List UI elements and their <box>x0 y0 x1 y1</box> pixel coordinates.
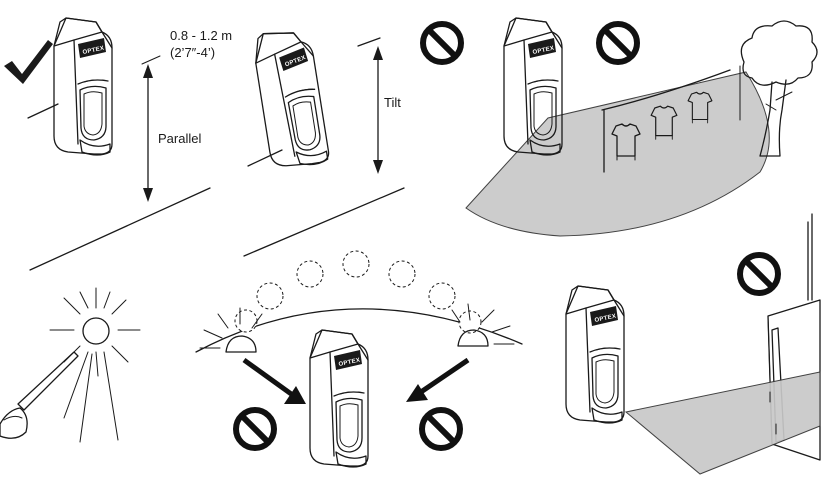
sun-icon <box>451 303 515 347</box>
parallel-label: Parallel <box>158 131 201 146</box>
wall-line <box>247 149 283 167</box>
top-line <box>357 37 381 47</box>
detection-zone <box>624 371 821 475</box>
panel-tilt: Tilt <box>243 25 405 257</box>
panel-sun-path <box>195 250 523 468</box>
sensor-unit <box>565 285 625 424</box>
height-arrow <box>141 55 161 202</box>
arrow-icon <box>406 357 470 402</box>
sensor-unit <box>503 17 563 156</box>
tilt-arrow <box>373 46 383 174</box>
panel-parallel: 0.8 - 1.2 m (2’7″-4’) Parallel <box>4 17 232 271</box>
sun-icon <box>49 287 141 443</box>
no-entry-icon <box>740 255 778 293</box>
no-entry-icon <box>423 24 461 62</box>
floor-line <box>243 187 405 257</box>
clothesline <box>601 69 731 111</box>
tree-icon <box>740 20 818 157</box>
wall-line <box>27 103 59 119</box>
panel-obstruction <box>565 213 821 475</box>
no-entry-icon <box>236 410 274 448</box>
panel-direct-sunlight <box>0 287 141 443</box>
arrow-icon <box>242 357 306 404</box>
no-entry-icon <box>599 24 637 62</box>
no-entry-icon <box>422 410 460 448</box>
height-label-imperial: (2’7″-4’) <box>170 45 215 60</box>
panel-moving-objects <box>423 17 818 237</box>
sensor-lens <box>0 407 28 439</box>
height-label: 0.8 - 1.2 m <box>170 28 232 43</box>
sensor-unit <box>309 329 369 468</box>
floor-line <box>29 187 211 271</box>
tilt-label: Tilt <box>384 95 401 110</box>
checkmark-icon <box>4 40 53 84</box>
sight-beam <box>17 351 79 411</box>
sun-path-dashed <box>234 250 482 334</box>
sun-icon <box>199 307 263 353</box>
sensor-unit <box>53 17 113 156</box>
sensor-unit <box>250 25 331 172</box>
